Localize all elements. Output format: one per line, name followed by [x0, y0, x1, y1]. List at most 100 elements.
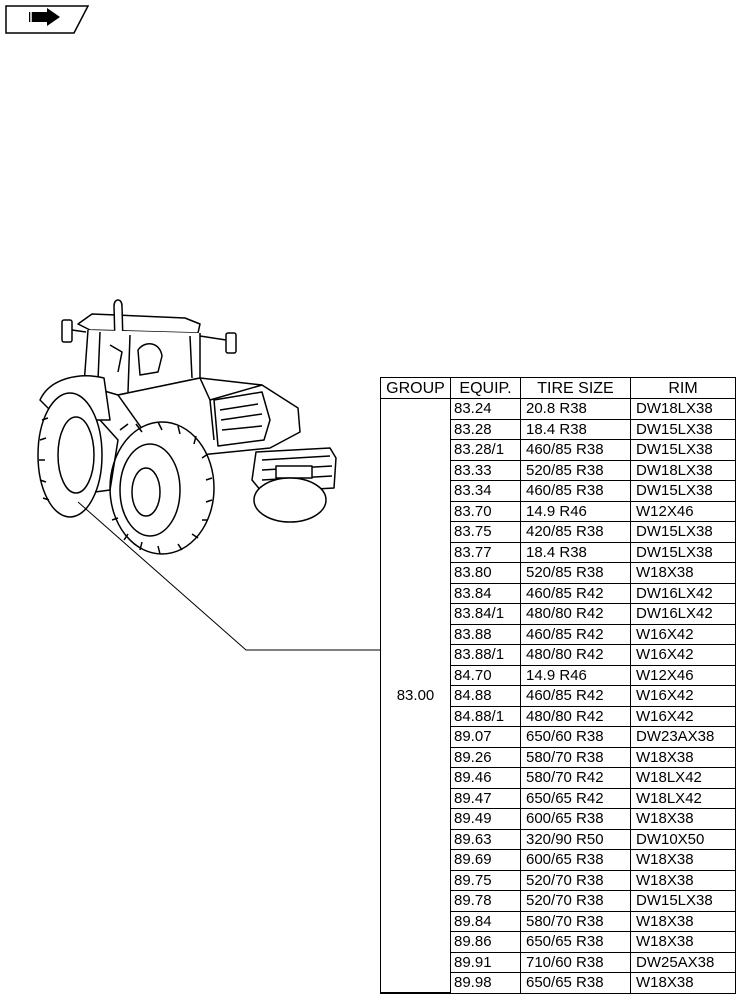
equip-cell: 83.75 [450, 521, 521, 543]
equip-cell: 89.46 [450, 767, 521, 789]
rim-cell: W12X46 [630, 664, 736, 686]
rim-cell: W18X38 [630, 931, 736, 953]
tire-size-cell: 480/80 R42 [520, 644, 631, 666]
equip-cell: 89.69 [450, 849, 521, 871]
rim-cell: DW25AX38 [630, 951, 736, 973]
tire-size-cell: 14.9 R46 [520, 500, 631, 522]
tire-size-cell: 520/70 R38 [520, 890, 631, 912]
equip-cell: 89.98 [450, 972, 521, 994]
equip-cell: 89.63 [450, 828, 521, 850]
tire-size-cell: 14.9 R46 [520, 664, 631, 686]
rim-cell: DW18LX38 [630, 459, 736, 481]
rim-cell: DW15LX38 [630, 541, 736, 563]
rim-cell: DW23AX38 [630, 726, 736, 748]
rim-cell: W18X38 [630, 746, 736, 768]
header-equip: EQUIP. [450, 377, 521, 399]
grille [213, 391, 271, 447]
equip-cell: 89.78 [450, 890, 521, 912]
rim-cell: W16X42 [630, 685, 736, 707]
equip-cell: 83.88/1 [450, 644, 521, 666]
rim-cell: W18X38 [630, 849, 736, 871]
equip-cell: 83.34 [450, 480, 521, 502]
equip-cell: 83.28/1 [450, 439, 521, 461]
rim-cell: DW10X50 [630, 828, 736, 850]
forward-nav-tab[interactable] [0, 0, 100, 40]
table-header-row: GROUP EQUIP. TIRE SIZE RIM [380, 377, 736, 399]
tire-size-cell: 520/85 R38 [520, 459, 631, 481]
equip-cell: 83.84 [450, 582, 521, 604]
tire-size-cell: 710/60 R38 [520, 951, 631, 973]
header-group: GROUP [380, 377, 451, 399]
equip-cell: 83.84/1 [450, 603, 521, 625]
equip-cell: 83.80 [450, 562, 521, 584]
tire-size-cell: 580/70 R38 [520, 910, 631, 932]
equip-cell: 89.26 [450, 746, 521, 768]
rim-cell: W18LX42 [630, 787, 736, 809]
rim-cell: W18X38 [630, 910, 736, 932]
equip-cell: 84.88 [450, 685, 521, 707]
tire-size-cell: 480/80 R42 [520, 603, 631, 625]
rim-cell: DW15LX38 [630, 890, 736, 912]
equip-cell: 89.75 [450, 869, 521, 891]
rim-cell: W16X42 [630, 644, 736, 666]
equip-cell: 83.33 [450, 459, 521, 481]
equip-cell: 83.70 [450, 500, 521, 522]
equip-cell: 89.91 [450, 951, 521, 973]
rim-cell: W18X38 [630, 972, 736, 994]
tire-size-cell: 600/65 R38 [520, 808, 631, 830]
rim-cell: W18X38 [630, 562, 736, 584]
tire-size-cell: 650/65 R38 [520, 931, 631, 953]
cab-roof [77, 313, 201, 334]
tire-size-cell: 580/70 R38 [520, 746, 631, 768]
rim-cell: DW16LX42 [630, 603, 736, 625]
rim-cell: W16X42 [630, 623, 736, 645]
rim-cell: W18LX42 [630, 767, 736, 789]
tire-size-cell: 460/85 R38 [520, 480, 631, 502]
equip-cell: 83.24 [450, 398, 521, 420]
tire-size-cell: 650/65 R38 [520, 972, 631, 994]
tire-size-cell: 580/70 R42 [520, 767, 631, 789]
forward-arrow-icon [29, 8, 60, 26]
equip-cell: 83.88 [450, 623, 521, 645]
tire-size-cell: 520/70 R38 [520, 869, 631, 891]
equip-cell: 84.70 [450, 664, 521, 686]
tire-size-cell: 600/65 R38 [520, 849, 631, 871]
equip-cell: 89.47 [450, 787, 521, 809]
tire-size-cell: 460/85 R42 [520, 582, 631, 604]
tire-size-cell: 460/85 R42 [520, 623, 631, 645]
tire-size-cell: 20.8 R38 [520, 398, 631, 420]
rim-cell: W18X38 [630, 808, 736, 830]
tire-size-cell: 460/85 R42 [520, 685, 631, 707]
tire-size-cell: 650/60 R38 [520, 726, 631, 748]
rim-cell: DW15LX38 [630, 439, 736, 461]
equip-cell: 83.28 [450, 418, 521, 440]
equip-cell: 89.49 [450, 808, 521, 830]
equip-cell: 83.77 [450, 541, 521, 563]
tire-size-cell: 480/80 R42 [520, 705, 631, 727]
rim-cell: W18X38 [630, 869, 736, 891]
equip-cell: 84.88/1 [450, 705, 521, 727]
